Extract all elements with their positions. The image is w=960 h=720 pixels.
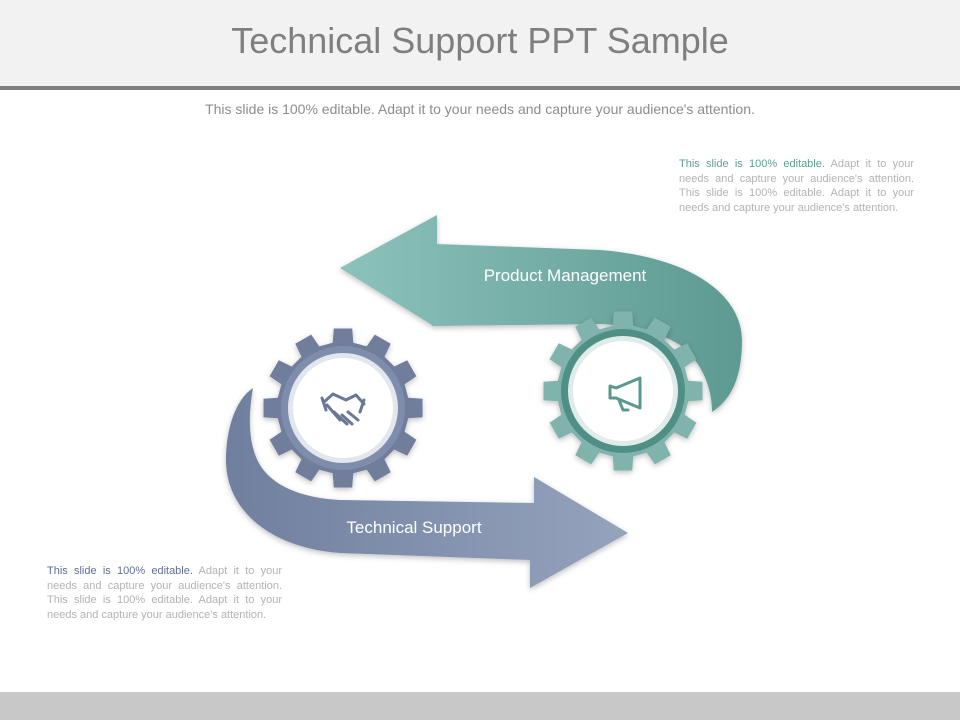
note-top-right: This slide is 100% editable. Adapt it to…	[679, 157, 914, 215]
right-gear	[543, 311, 703, 471]
bottom-arrow-label: Technical Support	[346, 518, 481, 537]
top-arrow	[340, 215, 742, 412]
header-divider	[0, 86, 960, 90]
note-bottom-left-lead: This slide is 100% editable.	[47, 565, 193, 577]
note-bottom-left-body: Adapt it to your needs and capture your …	[47, 565, 282, 621]
note-bottom-left: This slide is 100% editable. Adapt it to…	[47, 564, 282, 622]
left-gear	[263, 328, 423, 488]
slide-subtitle: This slide is 100% editable. Adapt it to…	[205, 101, 755, 117]
note-top-right-body: Adapt it to your needs and capture your …	[679, 158, 914, 214]
handshake-icon	[320, 392, 366, 426]
footer-bar	[0, 692, 960, 720]
bottom-arrow	[226, 388, 628, 588]
note-top-right-lead: This slide is 100% editable.	[679, 158, 825, 170]
top-arrow-label: Product Management	[484, 266, 647, 285]
slide-title: Technical Support PPT Sample	[231, 20, 729, 61]
megaphone-icon	[608, 376, 642, 412]
header-bar	[0, 0, 960, 86]
